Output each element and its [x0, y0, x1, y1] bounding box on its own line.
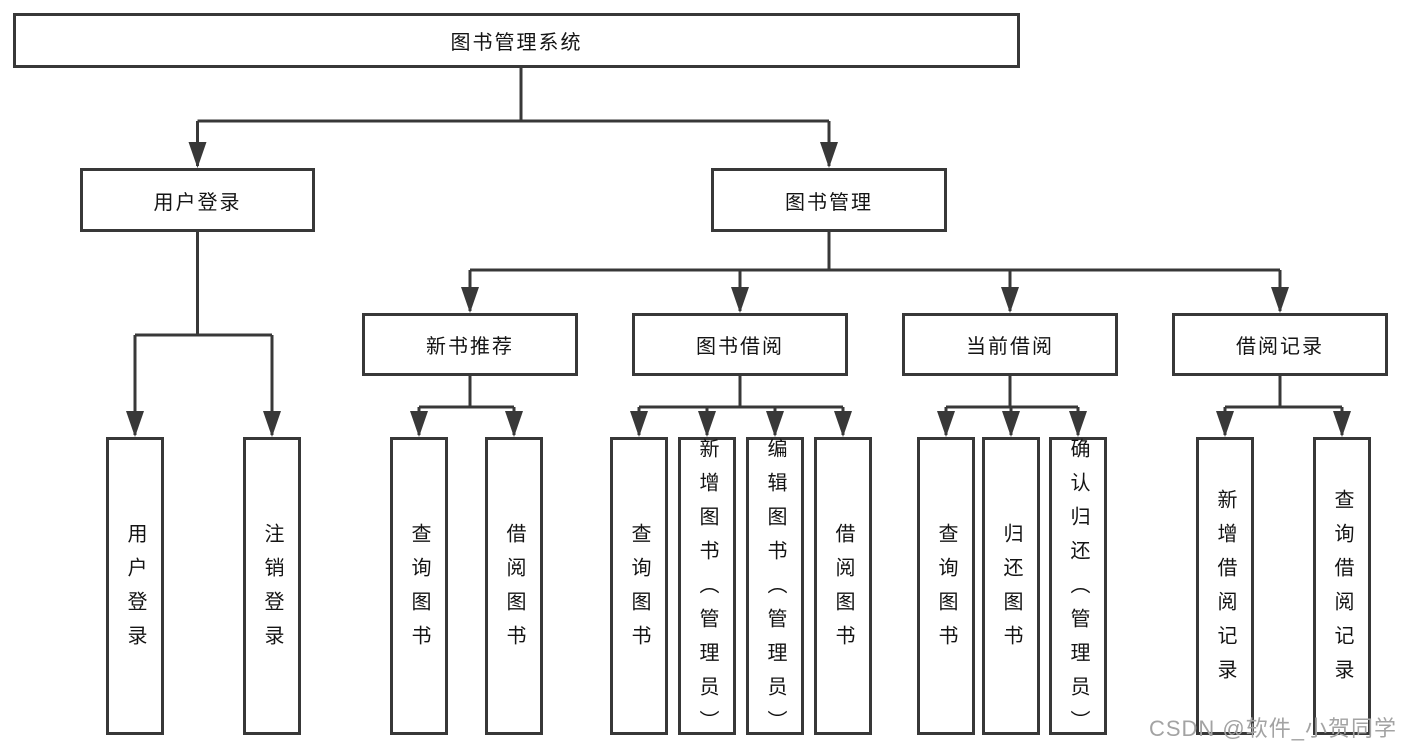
leaf-logout: 注销登录 — [243, 437, 301, 735]
leaf-query-book-current: 查询图书 — [917, 437, 975, 735]
leaf-query-borrow-record: 查询借阅记录 — [1313, 437, 1371, 735]
node-book-borrowing: 图书借阅 — [632, 313, 848, 376]
node-user-login: 用户登录 — [80, 168, 315, 232]
node-book-management: 图书管理 — [711, 168, 947, 232]
leaf-query-book-recommend: 查询图书 — [390, 437, 448, 735]
leaf-edit-book-admin: 编辑图书（管理员） — [746, 437, 804, 744]
node-current-borrowing: 当前借阅 — [902, 313, 1118, 376]
arrowheads — [126, 142, 1351, 437]
node-library-management-system: 图书管理系统 — [13, 13, 1020, 68]
leaf-user-login: 用户登录 — [106, 437, 164, 735]
node-new-book-recommend: 新书推荐 — [362, 313, 578, 376]
csdn-watermark: CSDN @软件_小贺同学 — [1148, 716, 1397, 741]
leaf-confirm-return-admin: 确认归还（管理员） — [1049, 437, 1107, 744]
leaf-borrow-book-recommend: 借阅图书 — [485, 437, 543, 735]
leaf-add-book-admin: 新增图书（管理员） — [678, 437, 736, 744]
leaf-add-borrow-record: 新增借阅记录 — [1196, 437, 1254, 735]
leaf-return-book: 归还图书 — [982, 437, 1040, 735]
leaf-query-book-borrowing: 查询图书 — [610, 437, 668, 735]
leaf-borrow-book: 借阅图书 — [814, 437, 872, 735]
node-borrowing-records: 借阅记录 — [1172, 313, 1388, 376]
